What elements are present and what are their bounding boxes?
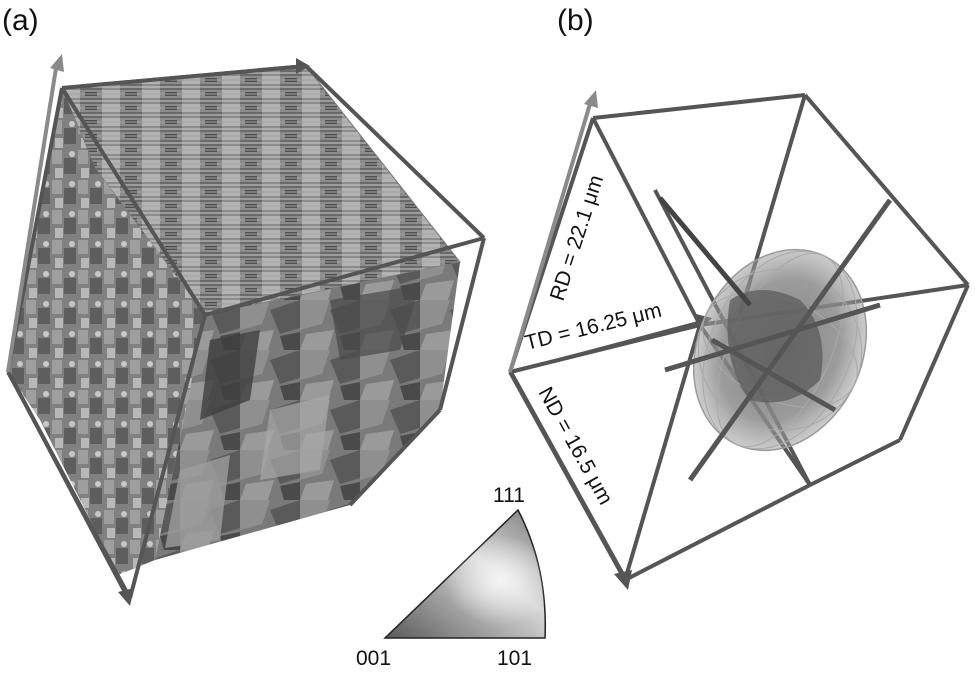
front-light-grain [165,455,230,548]
ipf-color-key: 001 101 111 [356,484,547,670]
principal-axis-1 [658,196,752,307]
front-dark-grain [330,285,420,360]
arrow-head-rd [584,90,598,108]
principal-axis-2 [687,198,893,482]
arrow-head-right [296,58,310,74]
panel-a-volume [6,54,486,606]
front-light-grain [260,395,330,480]
ipf-corner-001: 001 [356,647,391,670]
panel-label-b: (b) [557,4,594,37]
arrow-head-up [50,54,64,72]
front-dark-grain [200,330,260,420]
panel-label-a: (a) [2,4,39,37]
wireframe-axis-arrows [508,90,712,590]
arrow-head-down [118,588,134,606]
td-dimension-label: TD = 16.25 μm [523,299,664,355]
principal-axis-4 [710,337,837,413]
panel-b-wireframe: RD = 22.1 μm TD = 16.25 μm ND = 16.5 μm [508,90,970,590]
arrow-head-nd [614,570,632,590]
volume-axis-arrows [6,54,310,606]
grain-ellipsoid [658,196,893,482]
ipf-corner-101: 101 [497,647,532,670]
ipf-corner-111: 111 [493,484,525,507]
principal-axis-3 [664,302,881,373]
volume-left-face [8,88,205,575]
